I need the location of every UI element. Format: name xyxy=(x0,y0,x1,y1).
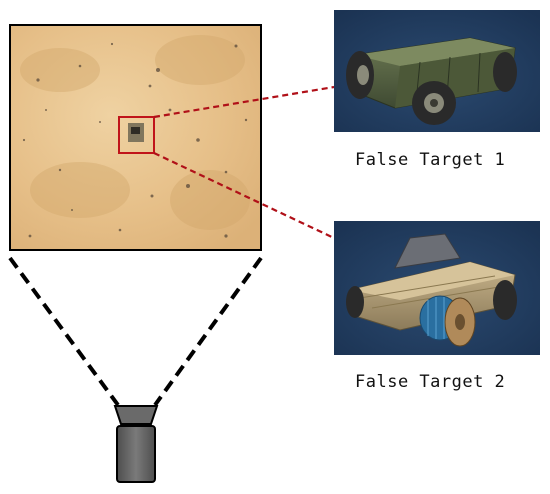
leader-line-2 xyxy=(153,152,335,239)
target-1-panel xyxy=(334,10,540,132)
view-cone-left xyxy=(8,256,120,407)
target-2-panel xyxy=(334,221,540,355)
false-target-1-label: False Target 1 xyxy=(355,150,506,170)
view-cone-right xyxy=(153,256,263,407)
sand-texture xyxy=(20,35,250,230)
false-target-2-label: False Target 2 xyxy=(355,372,506,392)
military-cart-icon xyxy=(346,37,517,125)
vegetation-specks xyxy=(22,42,248,238)
leader-line-1 xyxy=(153,85,335,119)
aerial-image-frame xyxy=(9,24,262,251)
camera-icon xyxy=(113,405,159,483)
camouflaged-vehicle-icon xyxy=(346,233,517,347)
aerial-image xyxy=(9,24,262,251)
target-highlight-box xyxy=(118,116,155,154)
